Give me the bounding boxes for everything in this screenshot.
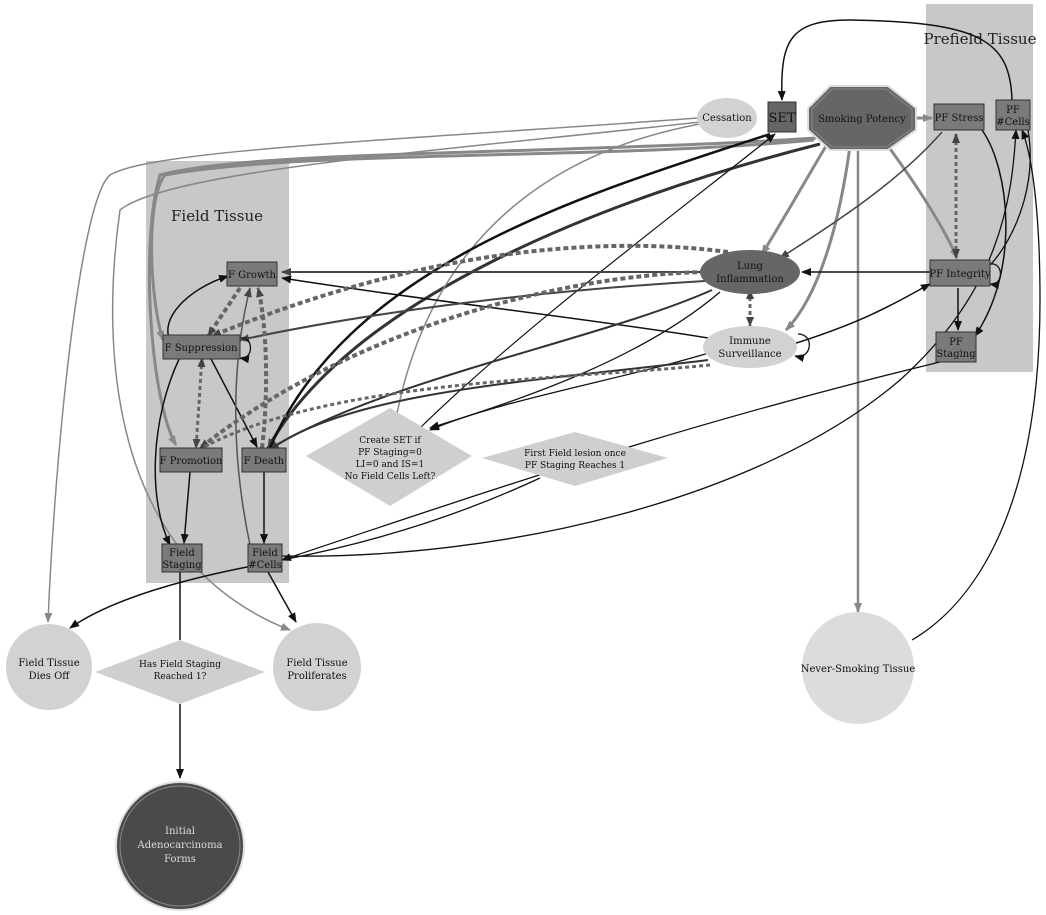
field-proliferates-node: Field Tissue Proliferates: [273, 623, 361, 711]
field-proliferates-label-1: Field Tissue: [286, 658, 347, 669]
edge-fsuppression-fdeath: [209, 356, 258, 448]
pf-integrity-label: PF Integrity: [929, 269, 991, 280]
never-smoking-label: Never-Smoking Tissue: [801, 664, 916, 675]
edge-immune-fdeath: [269, 359, 709, 451]
f-promotion-node: F Promotion: [159, 447, 223, 473]
pf-integrity-node: PF Integrity: [929, 259, 991, 287]
edge-fpromotion-fieldstaging: [180, 471, 191, 544]
pf-cells-node: PF #Cells: [995, 99, 1031, 131]
immune-surveillance-node: Immune Surveillance: [703, 326, 797, 368]
edge-dashed-fgrowth-fsuppression: [206, 286, 242, 338]
edge-dashed-lung-fpromotion: [198, 270, 706, 450]
edge-fieldcells-fgrowth: [235, 287, 252, 546]
create-set-line-1: Create SET if: [359, 436, 421, 446]
edge-fsuppression-loop: [239, 337, 252, 364]
immune-surveillance-label-2: Surveillance: [718, 349, 781, 360]
edge-potency-immune: [784, 145, 852, 332]
lung-inflammation-label-1: Lung: [737, 261, 764, 272]
edge-cessation-diesoff: [44, 117, 699, 623]
create-set-decision: Create SET if PF Staging=0 LI=0 and IS=1…: [306, 408, 472, 506]
first-field-lesion-line-1: First Field lesion once: [524, 449, 626, 459]
edge-fsuppression-fieldstaging: [154, 356, 181, 546]
smoking-potency-node: Smoking Potency: [807, 85, 917, 151]
pf-staging-node: PF Staging: [935, 331, 977, 363]
pf-staging-label-1: PF: [949, 337, 963, 348]
field-cells-node: Field #Cells: [247, 543, 283, 573]
pf-cells-label-1: PF: [1006, 105, 1020, 116]
edge-cessation-proliferates: [111, 121, 701, 631]
edge-potency-fpromotion: [147, 136, 817, 446]
lung-inflammation-label-2: Inflammation: [716, 274, 784, 285]
edge-firstlesion-fieldcells: [281, 477, 541, 561]
field-cells-label-1: Field: [252, 548, 278, 559]
pf-cells-label-2: #Cells: [996, 117, 1029, 128]
first-field-lesion-line-2: PF Staging Reaches 1: [525, 461, 625, 471]
edge-fieldcells-diesoff: [69, 565, 253, 629]
f-death-label: F Death: [244, 456, 285, 467]
has-field-staging-line-2: Reached 1?: [154, 672, 207, 682]
adenocarcinoma-label-1: Initial: [165, 826, 195, 837]
immune-surveillance-label-1: Immune: [729, 336, 771, 347]
first-field-lesion-decision: First Field lesion once PF Staging Reach…: [482, 432, 668, 486]
edge-cessation-createset: [392, 123, 701, 425]
edge-fieldcells-proliferates: [267, 571, 297, 623]
adenocarcinoma-label-3: Forms: [164, 854, 196, 865]
edge-potency-fsuppression: [150, 138, 815, 341]
smoking-potency-label: Smoking Potency: [818, 114, 906, 125]
field-staging-label-2: Staging: [162, 560, 202, 571]
field-proliferates-label-2: Proliferates: [287, 671, 346, 682]
edge-pfcells-set: [777, 19, 1013, 101]
f-death-node: F Death: [241, 447, 287, 473]
edge-lung-fsuppression: [239, 280, 706, 343]
field-staging-node: Field Staging: [161, 543, 203, 573]
set-node: SET: [767, 101, 797, 133]
edge-pfstress-staging: [974, 129, 1007, 337]
create-set-line-2: PF Staging=0: [358, 448, 422, 458]
f-suppression-node: F Suppression: [162, 334, 241, 360]
cessation-label: Cessation: [702, 113, 752, 124]
create-set-line-4: No Field Cells Left?: [345, 472, 436, 482]
edge-dashed-lung-fsuppression: [211, 243, 729, 338]
field-tissue-title: Field Tissue: [171, 207, 263, 225]
pf-stress-node: PF Stress: [933, 103, 985, 131]
lung-inflammation-node: Lung Inflammation: [700, 250, 800, 294]
f-suppression-label: F Suppression: [165, 343, 238, 354]
initial-adenocarcinoma-node: Initial Adenocarcinoma Forms: [115, 781, 245, 911]
edge-lung-fdeath: [267, 289, 713, 451]
never-smoking-tissue-node: Never-Smoking Tissue: [801, 612, 916, 724]
edge-dashed-fsuppression-fpromotion: [192, 357, 206, 449]
edge-potency-lung: [760, 145, 828, 255]
edge-immune-loop: [794, 333, 810, 362]
has-field-staging-decision: Has Field Staging Reached 1?: [95, 640, 265, 704]
f-growth-label: F Growth: [228, 270, 276, 281]
field-dies-off-label-2: Dies Off: [29, 671, 71, 682]
field-cells-label-2: #Cells: [248, 560, 281, 571]
edge-immune-createset: [429, 351, 713, 431]
edge-fieldcells-pfcells: [281, 129, 1020, 557]
adenocarcinoma-label-2: Adenocarcinoma: [136, 840, 222, 851]
f-promotion-label: F Promotion: [160, 456, 223, 467]
edges: [44, 19, 1041, 779]
field-staging-label-1: Field: [169, 548, 195, 559]
set-label: SET: [768, 111, 795, 126]
edge-dashed-fdeath-fgrowth: [256, 287, 269, 449]
pf-staging-label-2: Staging: [936, 349, 976, 360]
f-growth-node: F Growth: [226, 261, 278, 287]
edge-potency-fdeath: [266, 142, 821, 449]
edge-dashed-immune-fpromotion: [201, 363, 711, 450]
has-field-staging-line-1: Has Field Staging: [139, 660, 221, 670]
create-set-line-3: LI=0 and IS=1: [356, 460, 424, 470]
edge-immune-fgrowth: [281, 275, 709, 339]
pf-stress-label: PF Stress: [935, 113, 984, 124]
edge-immune-pfintegrity: [789, 283, 931, 346]
field-dies-off-node: Field Tissue Dies Off: [6, 624, 92, 710]
prefield-tissue-region: Prefield Tissue: [924, 4, 1037, 372]
edge-fsuppression-fgrowth: [167, 274, 229, 341]
edge-never-pfcells: [911, 129, 1041, 641]
cessation-node: Cessation: [697, 98, 757, 138]
edge-pfstress-lung: [779, 131, 943, 259]
field-dies-off-label-1: Field Tissue: [18, 658, 79, 669]
